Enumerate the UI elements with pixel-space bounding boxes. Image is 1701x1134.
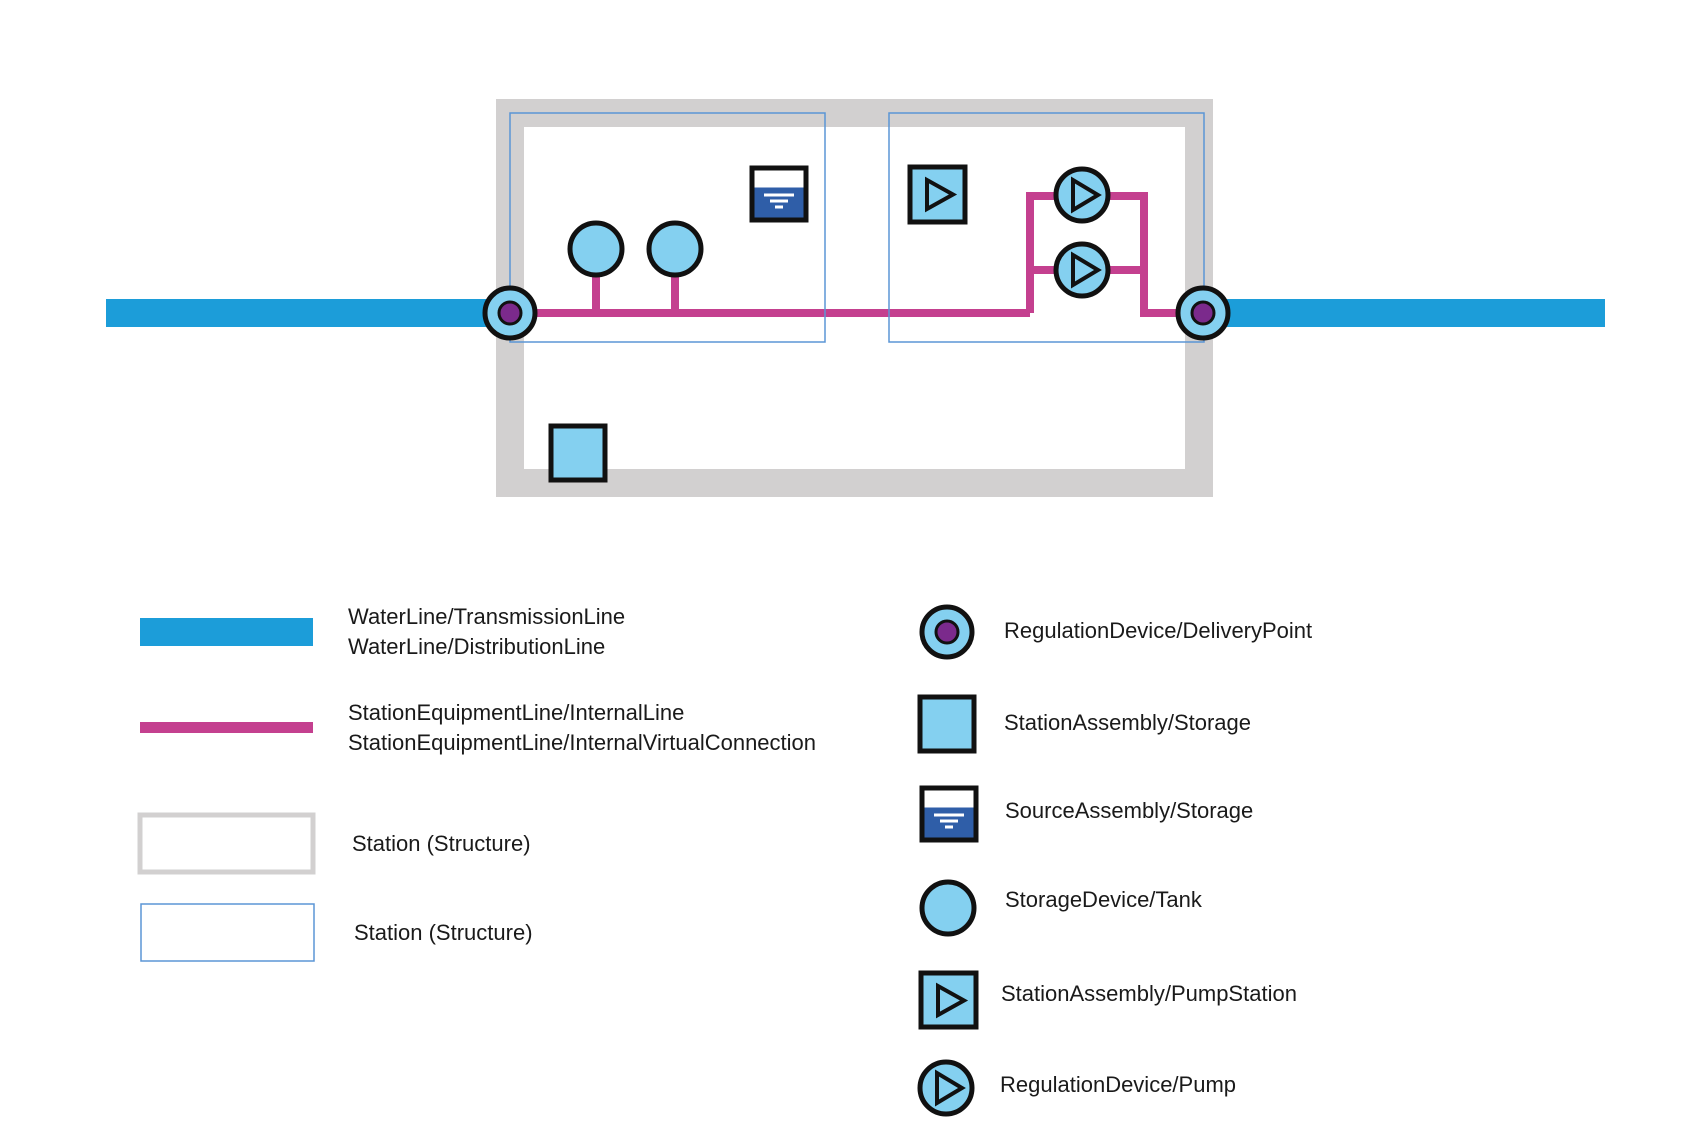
tank-icon bbox=[646, 220, 704, 278]
pump-icon bbox=[917, 1059, 975, 1117]
legend-station-outer-swatch bbox=[137, 812, 316, 875]
legend-water-line-label: WaterLine/DistributionLine bbox=[348, 634, 605, 659]
pump-icon bbox=[1053, 166, 1111, 224]
legend-station-inner-swatch bbox=[140, 903, 315, 962]
station-outer-structure bbox=[496, 99, 1213, 497]
legend-station-outer-label: Station (Structure) bbox=[352, 831, 531, 856]
station-inner-structure-2 bbox=[888, 112, 1205, 343]
station-inner-structure-1 bbox=[509, 112, 826, 343]
square-storage-icon bbox=[548, 423, 608, 483]
pump-station-icon bbox=[907, 164, 968, 225]
delivery-point-icon bbox=[919, 604, 975, 660]
legend-source-storage-label: SourceAssembly/Storage bbox=[1005, 798, 1253, 823]
legend-right: RegulationDevice/DeliveryPoint StationAs… bbox=[917, 604, 1312, 1117]
source-storage-icon bbox=[749, 165, 809, 223]
distribution-line-right bbox=[1200, 299, 1605, 327]
pump-station-icon bbox=[918, 970, 979, 1030]
tank-icon bbox=[567, 220, 625, 278]
pump-icon bbox=[1053, 241, 1111, 299]
legend-internal-line-swatch bbox=[140, 722, 313, 733]
legend-water-line-swatch bbox=[140, 618, 313, 646]
delivery-point-icon bbox=[1175, 285, 1231, 341]
legend-pump-label: RegulationDevice/Pump bbox=[1000, 1072, 1236, 1097]
legend-station-storage-label: StationAssembly/Storage bbox=[1004, 710, 1251, 735]
legend-water-line-label: WaterLine/TransmissionLine bbox=[348, 604, 625, 629]
tank-icon bbox=[919, 879, 977, 937]
legend-station-inner-label: Station (Structure) bbox=[354, 920, 533, 945]
delivery-point-icon bbox=[482, 285, 538, 341]
legend-delivery-point-label: RegulationDevice/DeliveryPoint bbox=[1004, 618, 1312, 643]
legend-internal-line-label: StationEquipmentLine/InternalVirtualConn… bbox=[348, 730, 816, 755]
legend-tank-label: StorageDevice/Tank bbox=[1005, 887, 1203, 912]
internal-line-pump-branch bbox=[1026, 192, 1200, 317]
source-storage-icon bbox=[919, 785, 979, 843]
legend-left: WaterLine/TransmissionLine WaterLine/Dis… bbox=[137, 604, 816, 962]
legend-internal-line-label: StationEquipmentLine/InternalLine bbox=[348, 700, 684, 725]
station-diagram bbox=[106, 99, 1605, 497]
square-storage-icon bbox=[917, 694, 977, 754]
transmission-line-left bbox=[106, 299, 508, 327]
legend-pump-station-label: StationAssembly/PumpStation bbox=[1001, 981, 1297, 1006]
